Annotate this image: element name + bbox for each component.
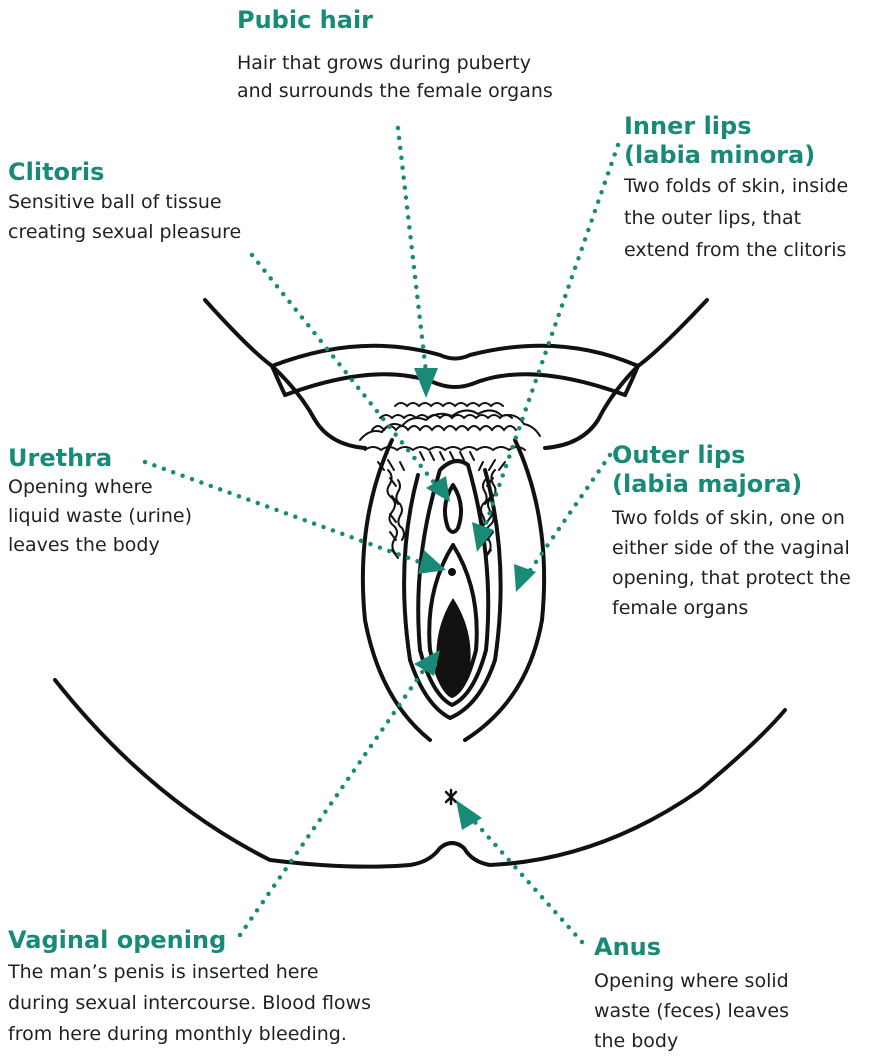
- anus-mark: [446, 790, 456, 804]
- right-waist-line: [545, 300, 707, 448]
- label-vaginal-opening: Vaginal opening The man’s penis is inser…: [8, 926, 371, 1050]
- arrowhead-anus: [456, 800, 482, 830]
- pubic-hair-description: Hair that grows during puberty and surro…: [237, 49, 553, 105]
- label-urethra: Urethra Opening where liquid waste (urin…: [8, 444, 192, 560]
- urethra-description: Opening where liquid waste (urine) leave…: [8, 473, 192, 560]
- vaginal-opening-description: The man’s penis is inserted here during …: [8, 957, 371, 1050]
- urethra-title: Urethra: [8, 444, 192, 473]
- label-anus: Anus Opening where solid waste (feces) l…: [594, 933, 789, 1056]
- pointer-clitoris: [252, 255, 436, 485]
- clitoris-description: Sensitive ball of tissue creating sexual…: [8, 187, 241, 247]
- label-pubic-hair: Pubic hair Hair that grows during pubert…: [237, 6, 553, 105]
- outer-lips-title: Outer lips (labia majora): [612, 441, 851, 499]
- pointer-inner-lips: [483, 145, 618, 532]
- clitoris-title: Clitoris: [8, 158, 241, 187]
- label-clitoris: Clitoris Sensitive ball of tissue creati…: [8, 158, 241, 247]
- pointer-vaginal-opening: [240, 668, 425, 935]
- vaginal-opening-shape: [436, 598, 470, 695]
- inner-lips-description: Two folds of skin, inside the outer lips…: [624, 170, 848, 266]
- pubic-hair-texture: [360, 403, 540, 558]
- pointer-anus: [466, 812, 582, 942]
- anus-description: Opening where solid waste (feces) leaves…: [594, 966, 789, 1056]
- vaginal-opening-title: Vaginal opening: [8, 926, 371, 955]
- label-outer-lips: Outer lips (labia majora) Two folds of s…: [612, 441, 851, 623]
- left-leg-line: [55, 680, 785, 867]
- lower-contour: [285, 374, 625, 395]
- urethra-dot: [448, 568, 456, 576]
- pointer-pubic-hair: [398, 128, 426, 372]
- label-inner-lips: Inner lips (labia minora) Two folds of s…: [624, 112, 848, 266]
- pubic-hair-title: Pubic hair: [237, 6, 553, 35]
- left-waist-line: [205, 300, 365, 448]
- anus-title: Anus: [594, 933, 789, 962]
- outer-lips-description: Two folds of skin, one on either side of…: [612, 503, 851, 623]
- inner-lips-title: Inner lips (labia minora): [624, 112, 848, 170]
- arrowhead-outer-lips: [514, 564, 536, 592]
